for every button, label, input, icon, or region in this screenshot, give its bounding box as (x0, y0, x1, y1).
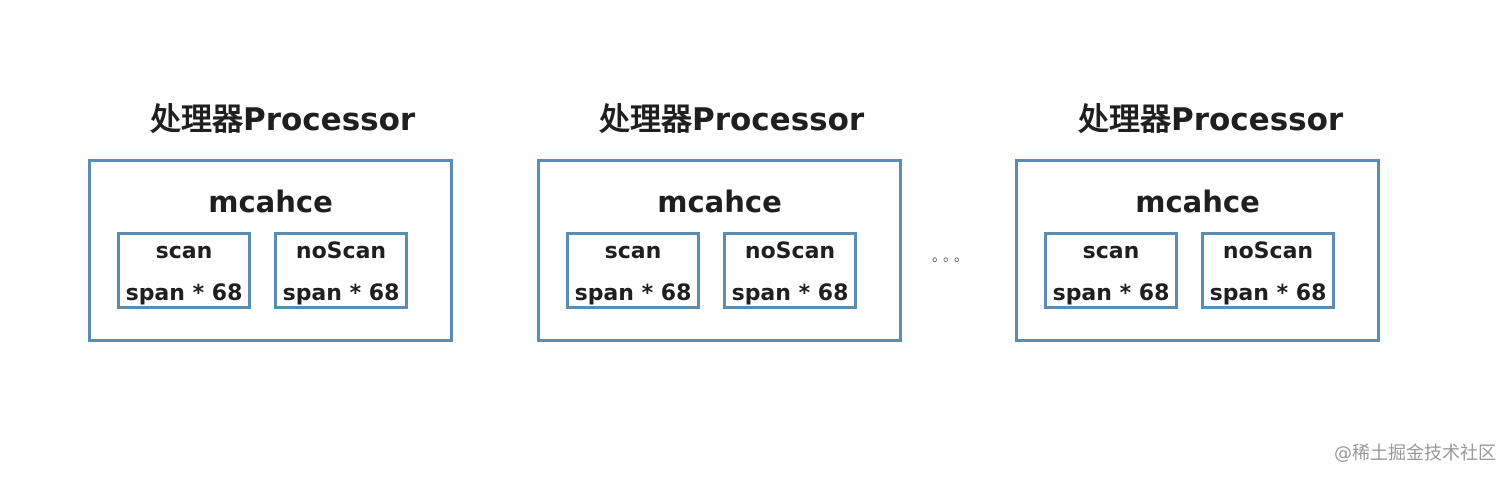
noscan-span-box: noScan span * 68 (723, 232, 857, 309)
processor-title-1: 处理器Processor (150, 102, 416, 138)
scan-span-box: scan span * 68 (566, 232, 700, 309)
mcache-label: mcahce (657, 185, 782, 219)
span-count: span * 68 (574, 281, 692, 306)
span-class-name: noScan (295, 239, 387, 264)
span-count: span * 68 (1052, 281, 1170, 306)
processor-title-2: 处理器Processor (599, 102, 865, 138)
noscan-span-box: noScan span * 68 (274, 232, 408, 309)
mcache-label: mcahce (1135, 185, 1260, 219)
watermark: @稀土掘金技术社区 (1334, 443, 1496, 464)
noscan-span-box: noScan span * 68 (1201, 232, 1335, 309)
span-count: span * 68 (731, 281, 849, 306)
scan-span-box: scan span * 68 (1044, 232, 1178, 309)
span-class-name: scan (155, 239, 213, 264)
span-class-name: scan (604, 239, 662, 264)
mcache-box-1: mcahce scan span * 68 noScan span * 68 (88, 159, 453, 342)
processor-title-3: 处理器Processor (1078, 102, 1344, 138)
scan-span-box: scan span * 68 (117, 232, 251, 309)
mcache-box-2: mcahce scan span * 68 noScan span * 68 (537, 159, 902, 342)
span-class-name: noScan (744, 239, 836, 264)
span-count: span * 68 (1209, 281, 1327, 306)
ellipsis-more: 。。。 (932, 249, 972, 265)
mcache-label: mcahce (208, 185, 333, 219)
mcache-box-3: mcahce scan span * 68 noScan span * 68 (1015, 159, 1380, 342)
span-class-name: scan (1082, 239, 1140, 264)
span-class-name: noScan (1222, 239, 1314, 264)
span-count: span * 68 (125, 281, 243, 306)
span-count: span * 68 (282, 281, 400, 306)
